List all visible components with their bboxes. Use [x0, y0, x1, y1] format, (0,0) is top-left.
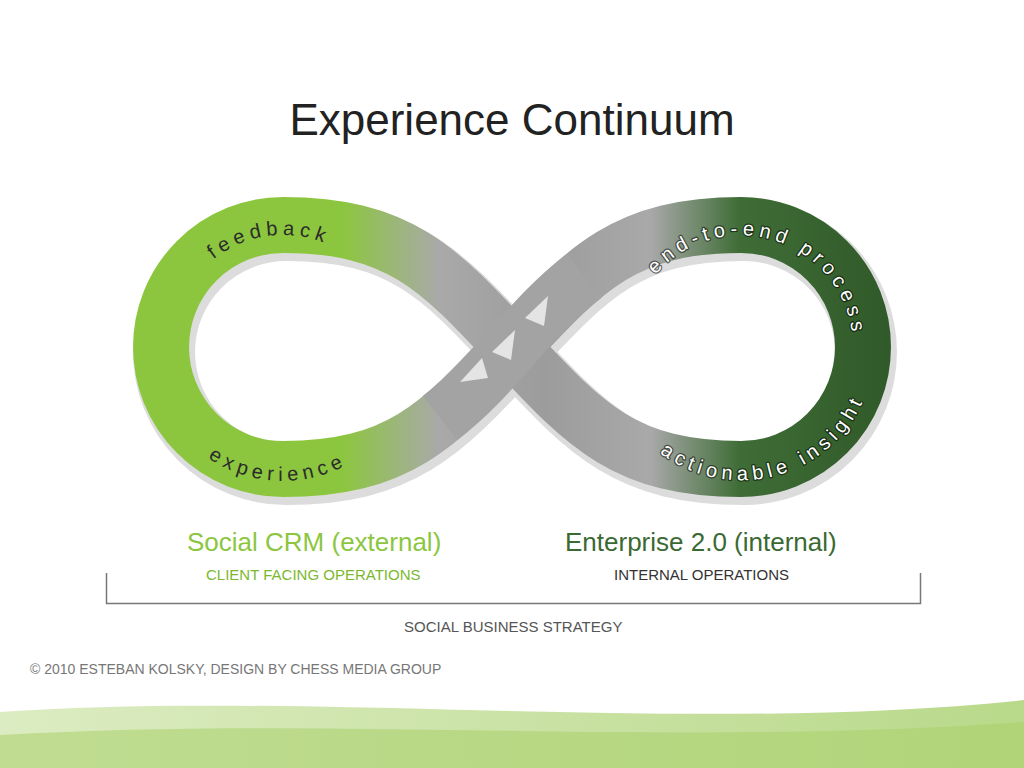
- footer-wave: [0, 722, 1024, 768]
- loop-label: experience: [206, 443, 350, 485]
- copyright-note: © 2010 ESTEBAN KOLSKY, DESIGN BY CHESS M…: [30, 661, 441, 677]
- footer-wave: [0, 700, 1024, 768]
- crossing-strand: [440, 276, 584, 418]
- bracket-label: SOCIAL BUSINESS STRATEGY: [404, 618, 622, 635]
- section-subheading: INTERNAL OPERATIONS: [614, 566, 789, 583]
- text-guide: [609, 301, 875, 480]
- diagram-title: Experience Continuum: [0, 95, 1024, 146]
- loop-label: end-to-end process: [642, 217, 870, 337]
- infinity-band: [161, 225, 863, 469]
- flow-arrow: [492, 330, 515, 360]
- loop-label: actionable insight: [657, 390, 868, 484]
- flow-arrow: [460, 358, 488, 382]
- flow-arrow: [525, 296, 548, 326]
- loop-label: feedback: [203, 217, 334, 263]
- section-subheading: CLIENT FACING OPERATIONS: [206, 566, 420, 583]
- section-heading: Enterprise 2.0 (internal): [565, 528, 837, 558]
- band-shadow: [164, 230, 866, 474]
- section-heading: Social CRM (external): [187, 528, 441, 558]
